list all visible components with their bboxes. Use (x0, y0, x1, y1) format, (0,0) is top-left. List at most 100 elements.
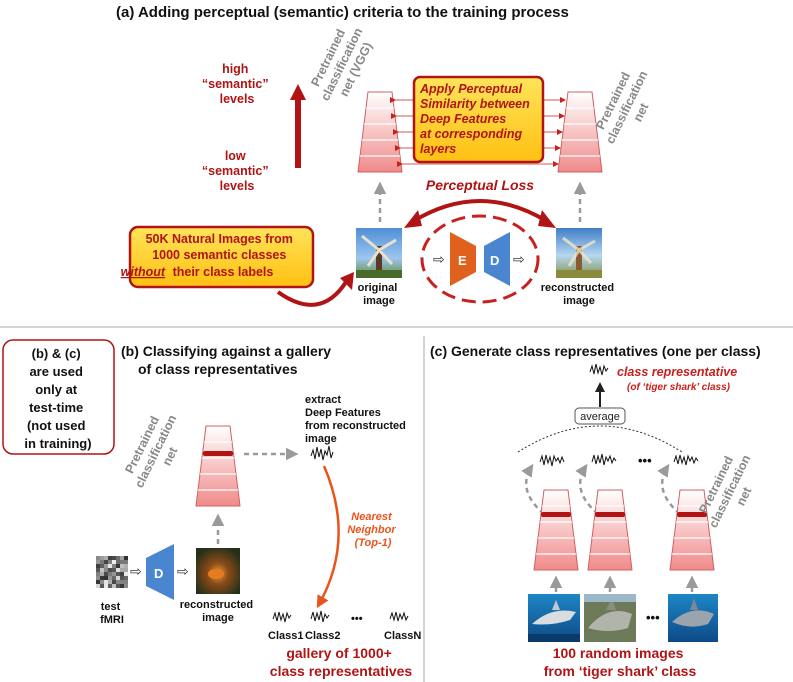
fmri-pixel (100, 560, 104, 564)
test-fmri-pattern (96, 556, 128, 588)
class-rep-signal (589, 363, 609, 376)
fmri-pixel (120, 556, 124, 560)
curved-arrow-c1 (521, 463, 545, 515)
shark-image-3 (668, 594, 718, 642)
fmri-pixel (120, 576, 124, 580)
gallery-label: gallery of 1000+ class representatives (270, 645, 413, 679)
fmri-pixel (96, 580, 100, 584)
natural-images-text: 50K Natural Images from 1000 semantic cl… (121, 232, 297, 279)
fmri-pixel (104, 568, 108, 572)
classN-signal (389, 611, 409, 622)
original-image (356, 228, 402, 278)
fmri-pixel (124, 572, 128, 576)
feature-signal-c3 (673, 454, 699, 466)
nearest-neighbor-arrow (316, 465, 340, 609)
test-fmri-label: test fMRI (100, 601, 124, 626)
panel-b-title: (b) Classifying against a gallery of cla… (121, 343, 335, 377)
fmri-pixel (96, 584, 100, 588)
panel-c-network-3 (669, 489, 715, 571)
fmri-pixel (108, 556, 112, 560)
fmri-pixel (108, 572, 112, 576)
reconstructed-image-b-highlight (208, 569, 224, 579)
decoder-label: D (490, 253, 499, 268)
fmri-pixel (104, 580, 108, 584)
vgg-network-left (357, 91, 403, 173)
fmri-pixel (124, 580, 128, 584)
fmri-pixel (124, 584, 128, 588)
fmri-pixel (100, 564, 104, 568)
panel-c-title: (c) Generate class representatives (one … (430, 343, 761, 359)
perceptual-similarity-text: Apply Perceptual Similarity between Deep… (419, 82, 533, 156)
semantic-arrow-head (290, 84, 306, 100)
test-time-note-text: (b) & (c) are used only at test-time (no… (24, 346, 91, 451)
class-rep-sublabel: (of ‘tiger shark’ class) (627, 382, 731, 393)
fmri-pixel (120, 568, 124, 572)
fmri-pixel (108, 580, 112, 584)
fmri-pixel (104, 560, 108, 564)
classN-label: ClassN (384, 630, 421, 642)
decoder-block (484, 232, 510, 286)
class2-label: Class2 (305, 630, 340, 642)
fmri-pixel (116, 564, 120, 568)
fmri-pixel (124, 568, 128, 572)
reconstructed-image-label-a: reconstructed image (541, 282, 617, 307)
average-dotted-arc (517, 425, 683, 453)
perceptual-loss-arrowhead-left (404, 210, 422, 228)
encoder-block (450, 232, 476, 286)
fmri-pixel (96, 568, 100, 572)
average-label: average (580, 411, 620, 423)
fmri-pixel (104, 584, 108, 588)
fmri-pixel (112, 564, 116, 568)
fmri-pixel (96, 556, 100, 560)
arrow-out-icon: ⇨ (513, 251, 525, 267)
perceptual-loss-label: Perceptual Loss (426, 177, 534, 193)
original-image-label: original image (358, 282, 401, 307)
test-time-note-box (2, 339, 115, 455)
fmri-pixel (100, 556, 104, 560)
fmri-pixel (108, 564, 112, 568)
class1-label: Class1 (268, 630, 303, 642)
fmri-pixel (112, 580, 116, 584)
decoder-label-b: D (154, 566, 163, 581)
panel-b-net-label: Pretrained classification net (119, 403, 195, 497)
fmri-pixel (96, 560, 100, 564)
arrow-in-icon: ⇨ (433, 251, 445, 267)
panel-b: (b) Classifying against a gallery of cla… (96, 343, 421, 679)
reconstructed-image-label-b: reconstructed image (180, 599, 256, 624)
shark-image-1 (528, 594, 580, 642)
fmri-pixel (104, 576, 108, 580)
fmri-pixel (108, 568, 112, 572)
fmri-pixel (116, 576, 120, 580)
arrow-icon-b1: ⇨ (130, 563, 142, 579)
class2-signal (310, 610, 330, 623)
curved-arrow-c3 (657, 463, 681, 515)
panel-c: (c) Generate class representatives (one … (430, 343, 761, 679)
fmri-pixel (116, 572, 120, 576)
fmri-pixel (116, 568, 120, 572)
fmri-pixel (120, 564, 124, 568)
fmri-pixel (120, 580, 124, 584)
fmri-pixel (108, 584, 112, 588)
fmri-pixel (100, 580, 104, 584)
random-images-label: 100 random images from ‘tiger shark’ cla… (544, 645, 697, 679)
fmri-pixel (100, 576, 104, 580)
images-ellipsis: ••• (646, 610, 660, 625)
fmri-pixel (96, 564, 100, 568)
low-semantic-label: low “semantic” levels (202, 149, 272, 193)
encoder-label: E (458, 253, 467, 268)
perceptual-loss-arrow (410, 199, 550, 224)
panel-b-network (195, 425, 241, 507)
fmri-pixel (100, 584, 104, 588)
panel-a: (a) Adding perceptual (semantic) criteri… (116, 4, 652, 307)
network-right (557, 91, 603, 173)
fmri-pixel (100, 568, 104, 572)
high-semantic-label: high “semantic” levels (202, 62, 272, 106)
fmri-pixel (120, 572, 124, 576)
nearest-neighbor-label: Nearest Neighbor (Top-1) (347, 511, 398, 549)
shark-image-2 (584, 594, 636, 642)
images-to-original-arrow (276, 280, 348, 307)
panel-c-network-1 (533, 489, 579, 571)
fmri-pixel (112, 576, 116, 580)
